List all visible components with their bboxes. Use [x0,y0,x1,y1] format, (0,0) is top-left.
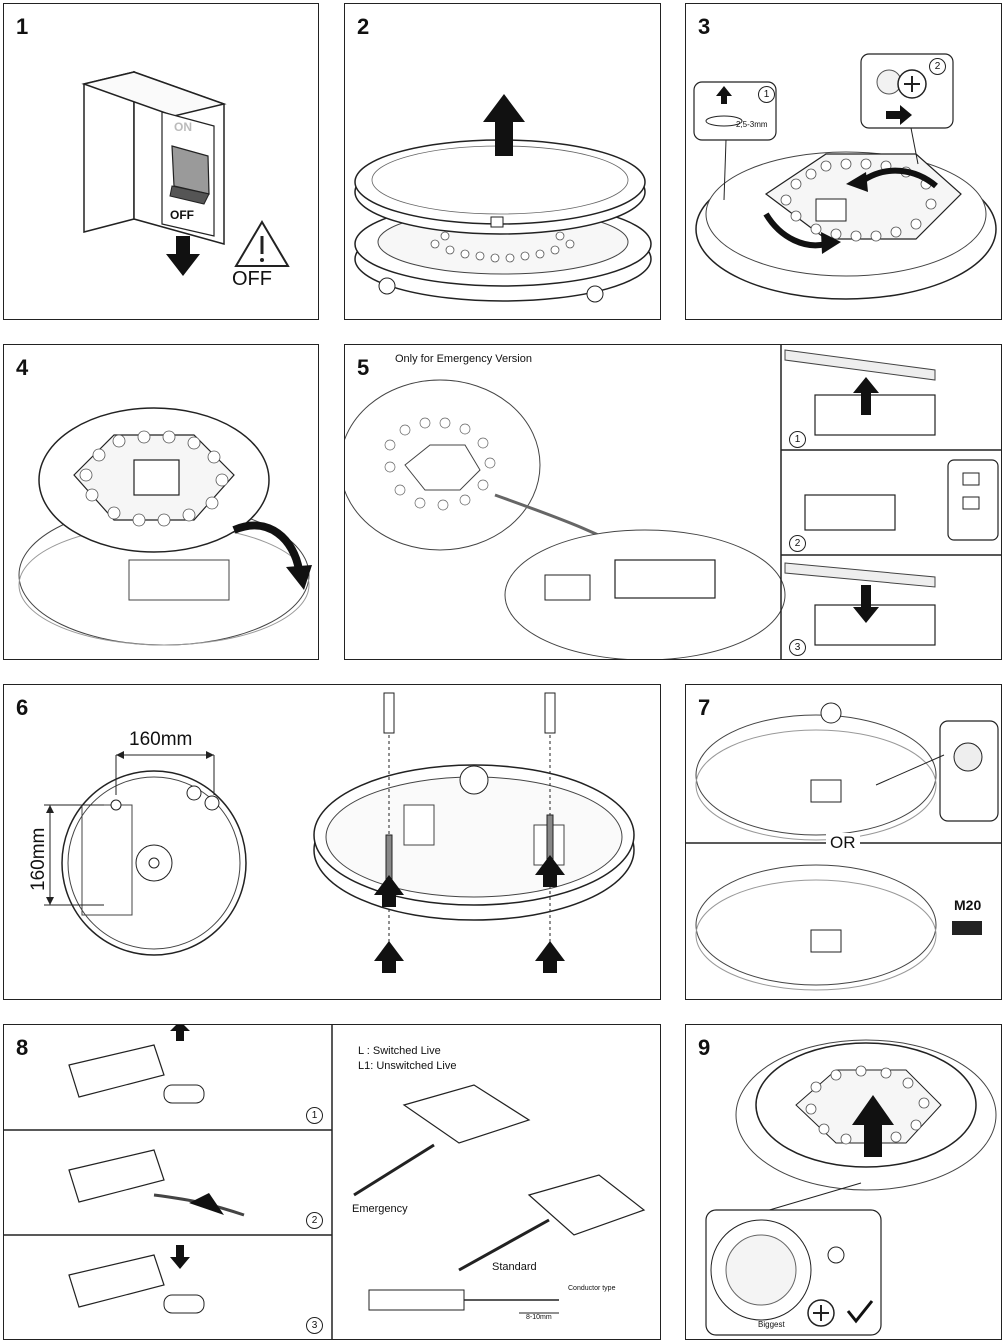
step-9-panel: 9 Biggest [685,1024,1002,1340]
sub-step-number: 1 [789,431,806,448]
sub-step-number: 1 [306,1107,323,1124]
open-gear-tray-illustration [18,407,312,646]
or-label: OR [826,833,860,853]
step-1-panel: 1 ON OFF OFF [3,3,319,320]
step-number: 3 [698,14,711,39]
legend-unswitched-live: L1: Unswitched Live [358,1060,457,1072]
step-2-panel: 2 [344,3,661,320]
step-5-panel: 5 Only for Emergency Version 1 2 [344,344,1002,660]
strip-length-label: 8-10mm [526,1314,552,1321]
width-dimension-label: 160mm [129,729,193,750]
step-4-panel: 4 [3,344,319,660]
sub-step-number: 3 [306,1317,323,1334]
step-number: 7 [698,695,711,720]
standard-label: Standard [492,1261,537,1273]
switch-off-label: OFF [170,208,194,222]
conductor-type-label: Conductor type [568,1285,616,1292]
breaker-illustration [81,70,290,276]
callout-number: 2 [929,58,946,75]
step-6-panel: 6 160mm 16 [3,684,661,1000]
warning-off-label: OFF [232,268,272,290]
biggest-label: Biggest [758,1320,785,1329]
step-number: 6 [16,695,29,720]
emergency-module-illustration [345,345,1001,659]
step-number: 2 [357,14,370,39]
emergency-label: Emergency [352,1203,408,1215]
step-number: 8 [16,1035,29,1060]
callout-number: 1 [758,86,775,103]
step-number: 5 [357,355,370,380]
step-8-panel: 8 1 2 3 L : Switched Live L1: Unswitched… [3,1024,661,1340]
cable-entry-illustration [686,702,1001,991]
legend-switched-live: L : Switched Live [358,1045,441,1057]
wiring-illustration [4,1025,646,1339]
sub-step-number: 2 [789,535,806,552]
step-number: 4 [16,355,29,380]
step-number: 9 [698,1035,711,1060]
switch-on-label: ON [174,120,192,134]
rotate-gear-tray-illustration [693,53,997,300]
sub-step-number: 2 [306,1212,323,1229]
gland-label: M20 [954,897,982,913]
gap-label: 2,5-3mm [736,120,768,129]
height-dimension-label: 160mm [28,827,49,891]
diffuser-removal-illustration [354,94,652,303]
sub-step-number: 3 [789,639,806,656]
emergency-caption: Only for Emergency Version [395,353,532,365]
mounting-illustration [44,692,635,975]
refit-gear-tray-illustration [705,1039,997,1336]
step-3-panel: 3 1 2 2,5-3mm [685,3,1002,320]
step-7-panel: 7 OR M20 [685,684,1002,1000]
step-number: 1 [16,14,29,39]
